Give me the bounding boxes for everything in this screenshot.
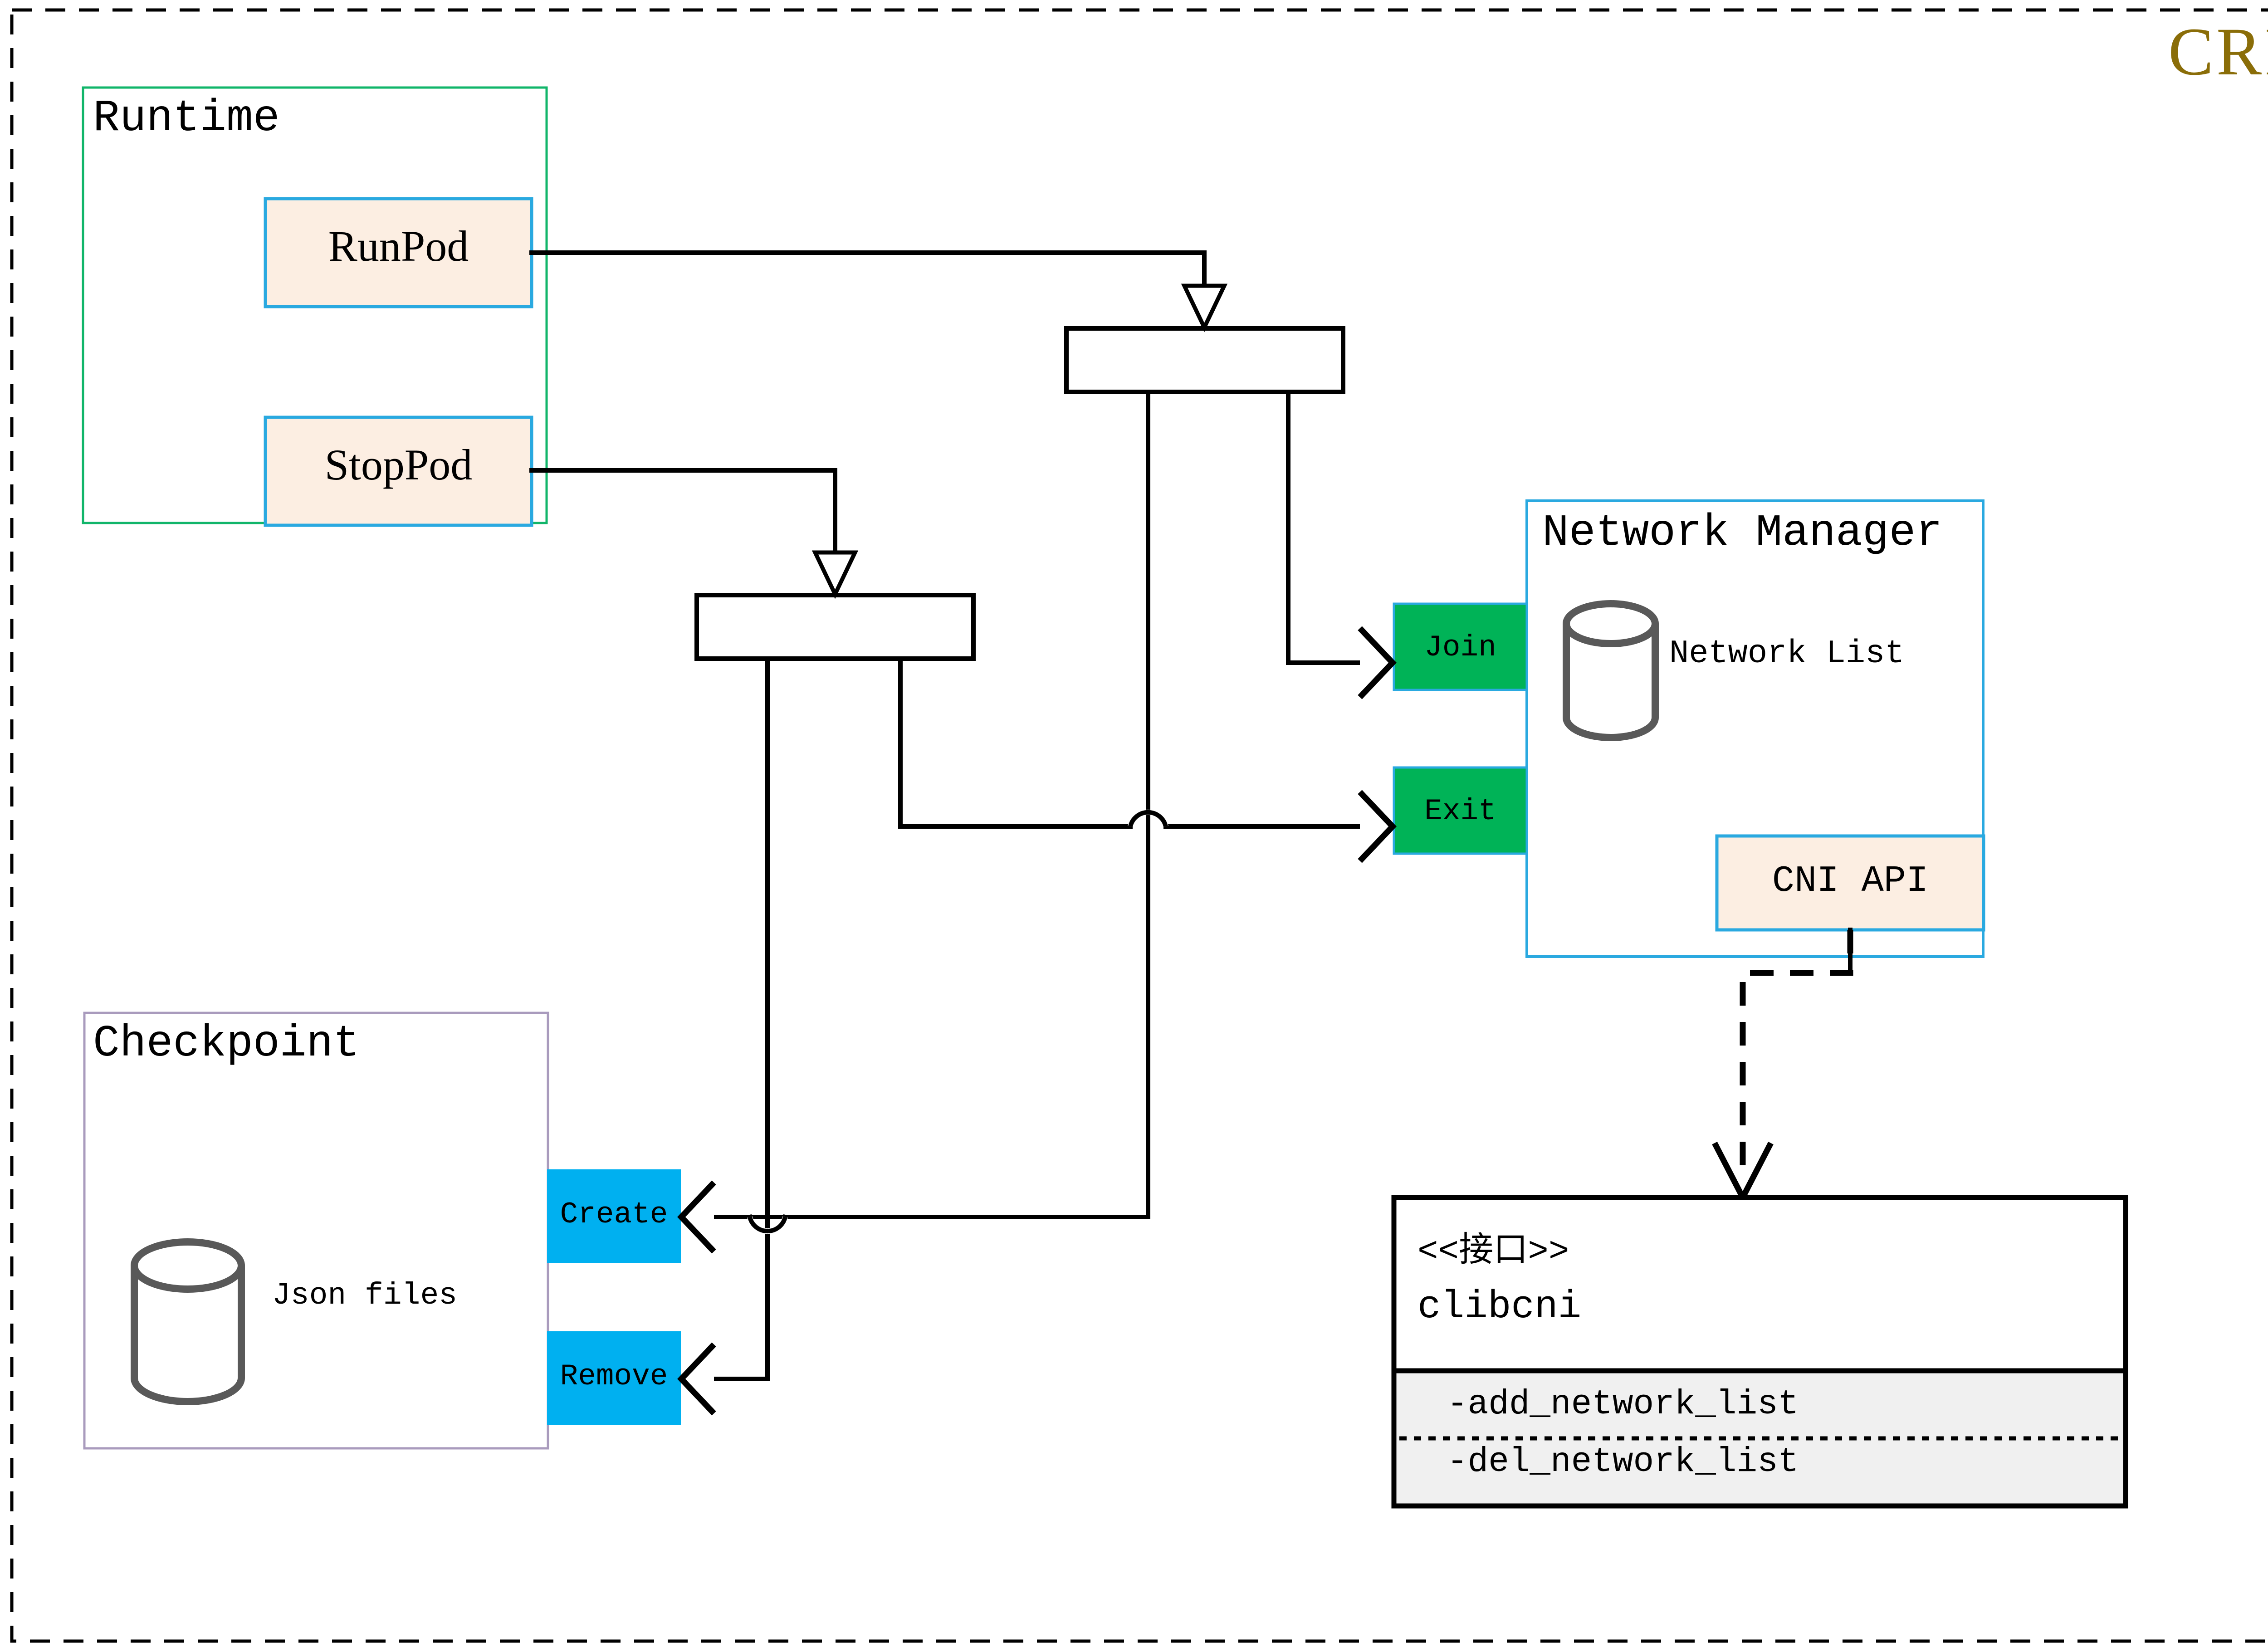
arrowhead-to-create — [677, 1180, 716, 1254]
clibcni-name: clibcni — [1418, 1285, 1582, 1329]
cni-api-label: CNI API — [1772, 860, 1929, 902]
create-box[interactable] — [547, 1169, 681, 1263]
outer-frame — [10, 8, 2268, 1643]
network-manager-label: Network Manager — [1542, 508, 1943, 558]
runpod-label: RunPod — [328, 222, 469, 270]
stoppod-fork-node[interactable] — [694, 593, 976, 661]
clibcni-stereotype: <<接口>> — [1418, 1232, 1569, 1271]
arrowhead-runpod-to-fork — [1181, 283, 1228, 332]
diagram-title: CRI — [2168, 14, 2268, 89]
runpod-box[interactable] — [264, 197, 533, 308]
arrowhead-stoppod-to-fork — [811, 550, 859, 599]
remove-box[interactable] — [547, 1331, 681, 1425]
network-list-cylinder — [1563, 600, 1659, 741]
join-box[interactable] — [1393, 602, 1528, 691]
exit-label: Exit — [1424, 794, 1496, 828]
clibcni-method-add: -add_network_list — [1447, 1385, 1799, 1424]
runtime-label: Runtime — [93, 93, 280, 144]
hop-arc-create — [748, 1216, 787, 1234]
arrowhead-to-exit — [1358, 790, 1397, 863]
arrowhead-to-remove — [677, 1342, 716, 1416]
create-label: Create — [560, 1197, 668, 1232]
cni-api-box[interactable] — [1715, 834, 1985, 932]
clibcni-method-del: -del_network_list — [1447, 1442, 1799, 1481]
join-label: Join — [1424, 630, 1496, 665]
json-files-label: Json files — [272, 1278, 458, 1313]
hop-arc-exit — [1128, 810, 1168, 827]
remove-label: Remove — [560, 1359, 668, 1393]
exit-box[interactable] — [1393, 766, 1528, 855]
stoppod-label: StopPod — [324, 440, 473, 489]
runpod-fork-node[interactable] — [1064, 326, 1345, 394]
json-files-cylinder — [131, 1238, 245, 1405]
realization-dashed-line — [1740, 930, 1853, 1180]
checkpoint-label: Checkpoint — [93, 1019, 360, 1069]
stoppod-box[interactable] — [264, 415, 533, 527]
network-list-label: Network List — [1669, 635, 1905, 672]
arrowhead-to-join — [1358, 626, 1397, 699]
connectors — [529, 250, 1853, 1381]
